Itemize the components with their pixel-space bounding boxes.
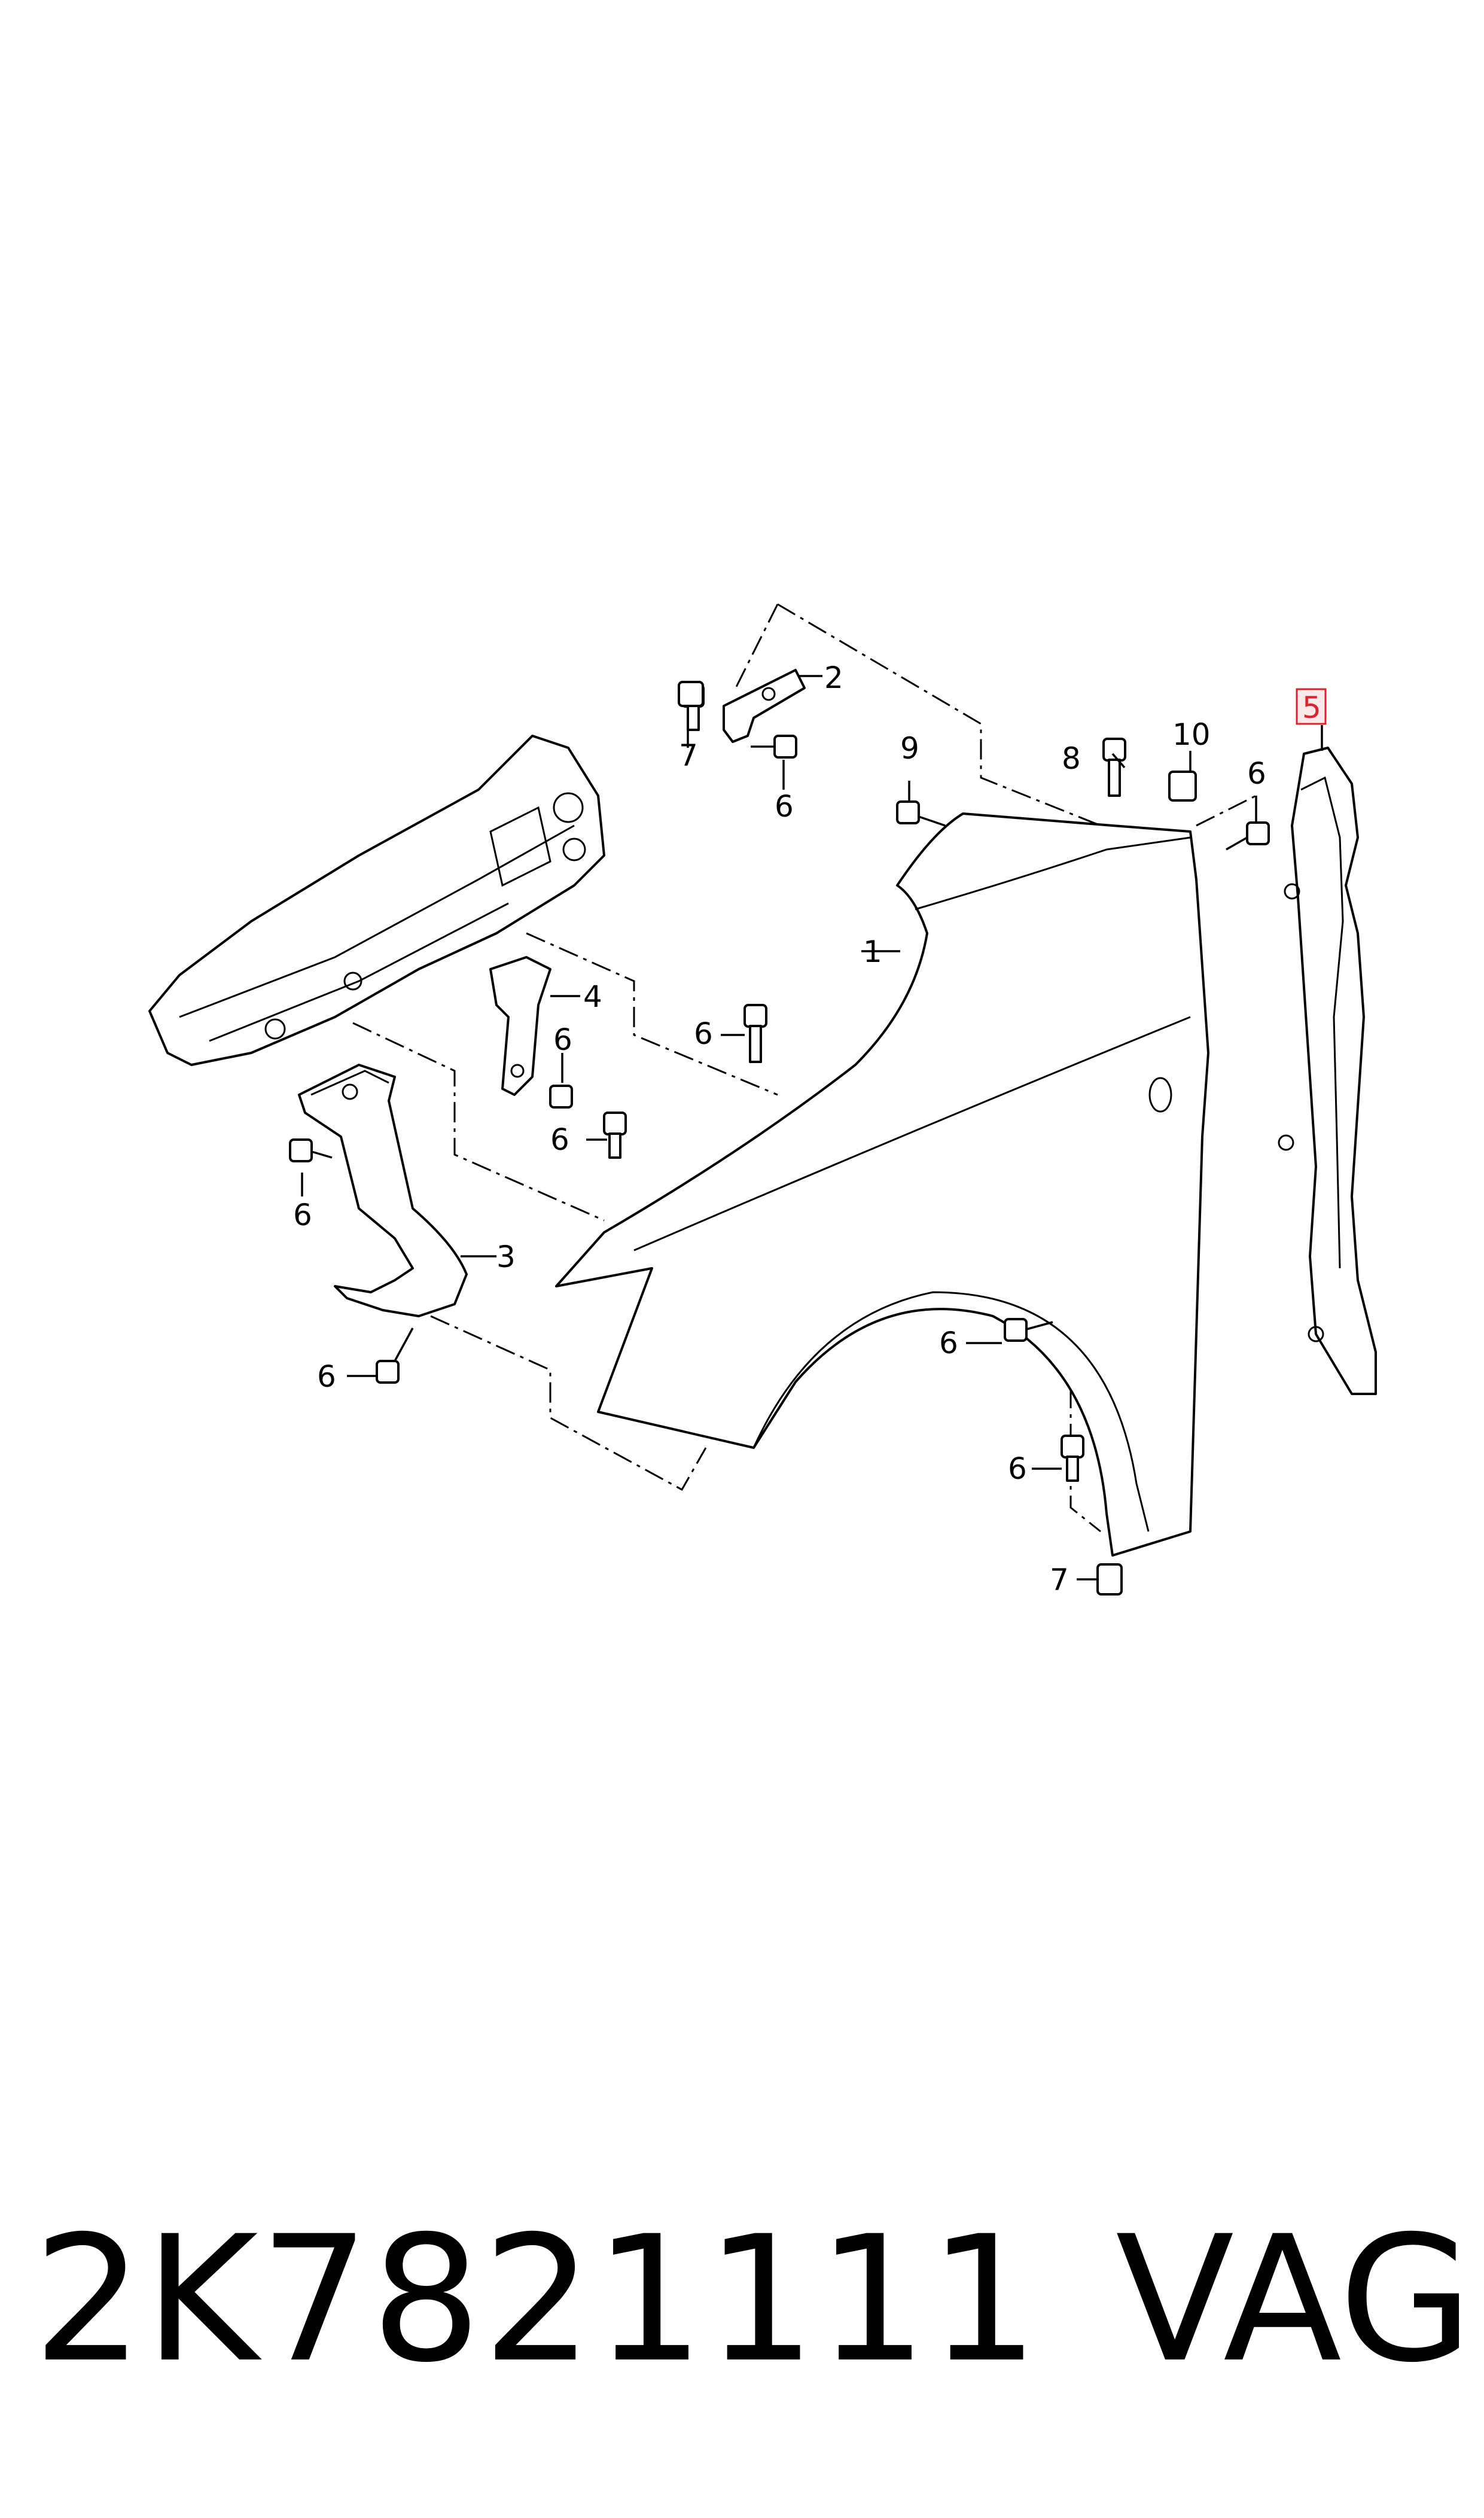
bolt-icon <box>289 1138 333 1162</box>
callout-5: 5 <box>1302 690 1321 725</box>
callout-3: 3 <box>496 1240 516 1274</box>
bracket-part-3 <box>298 1064 468 1317</box>
seal-strip-part-5 <box>1278 747 1377 1395</box>
plug-icon <box>678 681 704 707</box>
callout-6: 6 <box>1247 756 1266 791</box>
clip-nut-icon <box>1168 771 1197 802</box>
callout-6: 6 <box>317 1359 336 1394</box>
callout-6: 6 <box>1008 1451 1027 1486</box>
bolt-icon <box>896 800 946 827</box>
bolt-icon <box>1102 738 1126 797</box>
callout-9: 9 <box>900 731 919 766</box>
callout-7: 7 <box>679 738 698 773</box>
callout-6: 6 <box>553 1022 572 1057</box>
bracket-part-4 <box>489 956 551 1096</box>
bolt-icon <box>1226 821 1270 851</box>
bolt-icon <box>549 1085 573 1109</box>
callout-6: 6 <box>939 1326 958 1360</box>
callout-1: 1 <box>863 934 882 969</box>
plug-icon <box>1096 1563 1123 1596</box>
callout-10: 10 <box>1172 717 1211 752</box>
bolt-icon <box>603 1112 627 1159</box>
bolt-icon <box>743 1004 767 1063</box>
bolt-icon <box>1004 1318 1053 1342</box>
fender-part-1 <box>555 812 1209 1557</box>
leader-lines <box>301 675 1323 1581</box>
bolt-icon <box>376 1327 414 1384</box>
body-structure <box>148 735 605 1066</box>
callout-8: 8 <box>1062 741 1081 776</box>
fasteners <box>289 681 1270 1596</box>
callout-6: 6 <box>550 1122 569 1157</box>
callout-7: 7 <box>1050 1563 1069 1597</box>
bolt-icon <box>751 735 797 759</box>
callout-6: 6 <box>775 789 794 824</box>
callouts: 1 2 3 4 5 6 6 6 6 6 6 6 6 6 7 7 8 9 10 <box>293 660 1327 1597</box>
callout-2: 2 <box>824 660 843 695</box>
brand-name: VAG <box>1116 2199 1473 2401</box>
bracket-part-2 <box>723 669 806 743</box>
callout-6: 6 <box>293 1198 312 1232</box>
callout-5-highlight-box <box>1296 688 1327 725</box>
callout-6: 6 <box>694 1016 713 1051</box>
callout-4: 4 <box>583 979 602 1014</box>
bolt-icon <box>1061 1435 1084 1482</box>
part-number: 2K7821111 <box>33 2199 1041 2401</box>
